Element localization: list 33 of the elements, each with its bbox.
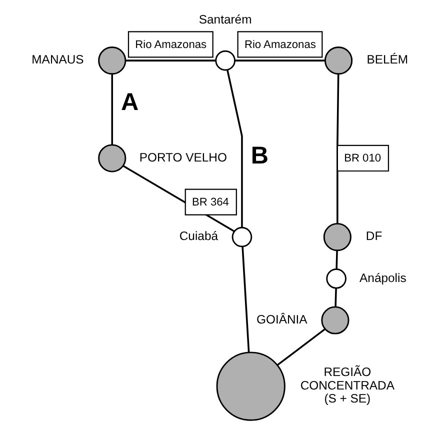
node-circle — [326, 268, 346, 289]
connector — [242, 246, 250, 353]
edge-label: B — [250, 142, 268, 170]
edge-label: A — [121, 89, 139, 116]
node-label: GOIÂNIA — [256, 312, 308, 326]
connector — [111, 74, 114, 145]
connector — [126, 60, 216, 62]
node-circle — [321, 306, 350, 334]
node-label: Cuiabá — [179, 229, 218, 244]
node-circle — [323, 223, 352, 252]
node-label: PORTO VELHO — [139, 150, 227, 164]
connector — [234, 60, 326, 62]
node-label: MANAUS — [32, 52, 84, 67]
connector — [226, 70, 243, 228]
edge-label: Rio Amazonas — [135, 38, 207, 51]
connector — [336, 74, 340, 224]
node-circle — [98, 46, 126, 75]
connector — [334, 288, 337, 307]
node-label: BELÉM — [366, 52, 408, 67]
node-label: REGIÃO CONCENTRADA (S + SE) — [300, 365, 394, 406]
node-circle — [215, 50, 236, 71]
node-label: DF — [366, 229, 382, 244]
node-circle — [232, 226, 252, 248]
node-circle — [324, 46, 353, 75]
node-circle — [98, 144, 126, 172]
node-circle — [216, 352, 286, 421]
edge-label: BR 364 — [192, 196, 229, 208]
edge-label: Rio Amazonas — [244, 38, 316, 51]
edge-label: BR 010 — [344, 152, 382, 165]
connector — [277, 328, 326, 366]
node-label: Santarém — [198, 12, 252, 27]
connector — [336, 250, 338, 269]
node-label: Anápolis — [360, 270, 406, 285]
